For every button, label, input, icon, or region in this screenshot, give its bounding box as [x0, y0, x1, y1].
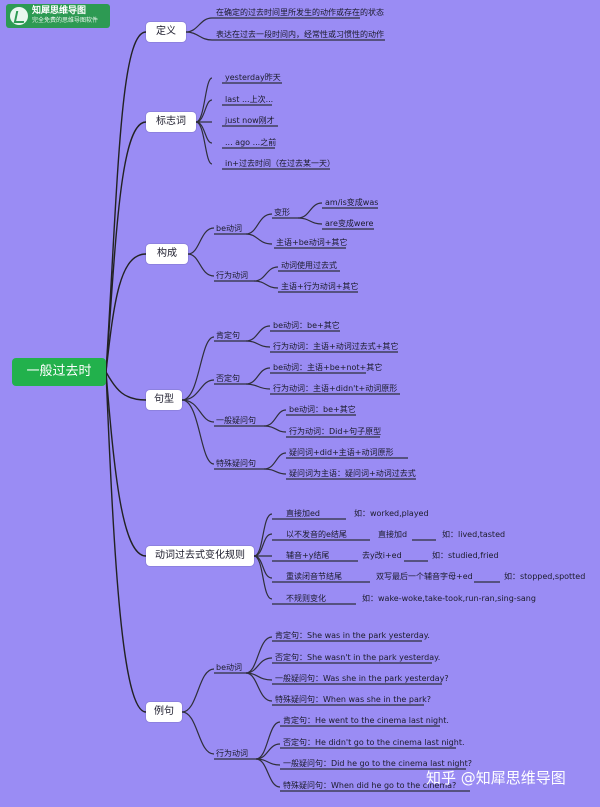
structure-action-item: 动词使用过去式 — [281, 261, 337, 270]
example-be-verb-label: be动词 — [216, 663, 242, 672]
rule-example: 如：stopped,spotted — [504, 572, 586, 581]
branch-sentence-types[interactable]: 句型 — [146, 390, 182, 410]
example-action-verb-label: 行为动词 — [216, 749, 248, 758]
example-sentence: 否定句：She wasn't in the park yesterday. — [275, 653, 441, 662]
marker-item: ... ago ...之前 — [225, 138, 277, 147]
structure-be-verb: be动词 — [216, 224, 242, 233]
rule-action: 直接加d — [378, 530, 408, 539]
root-node[interactable]: 一般过去时 — [12, 358, 106, 386]
yes-no-item: be动词：be+其它 — [289, 405, 356, 414]
branch-examples[interactable]: 例句 — [146, 702, 182, 722]
yes-no-item: 行为动词：Did+句子原型 — [289, 427, 382, 436]
rule-condition: 重读闭音节结尾 — [286, 572, 342, 581]
marker-item: just now刚才 — [225, 116, 275, 125]
definition-item: 表达在过去一段时间内，经常性或习惯性的动作 — [216, 30, 384, 39]
rule-condition: 不规则变化 — [286, 594, 326, 603]
wh-label: 特殊疑问句 — [216, 459, 256, 468]
structure-change-item: are变成were — [325, 219, 374, 228]
affirmative-label: 肯定句 — [216, 331, 240, 340]
wh-item: 疑问词+did+主语+动词原形 — [289, 448, 394, 457]
rule-action: 去y改i+ed — [362, 551, 402, 560]
zhihu-watermark: 知乎 @知犀思维导图 — [426, 769, 566, 787]
marker-item: yesterday昨天 — [225, 73, 281, 82]
structure-action-verb: 行为动词 — [216, 271, 248, 280]
yes-no-label: 一般疑问句 — [216, 416, 256, 425]
example-sentence: 特殊疑问句：When was she in the park? — [275, 695, 432, 704]
negative-label: 否定句 — [216, 374, 240, 383]
rule-condition: 辅音+y结尾 — [286, 551, 330, 560]
example-sentence: 特殊疑问句：When did he go to the cinema? — [283, 781, 457, 790]
wh-item: 疑问词为主语：疑问词+动词过去式 — [289, 469, 416, 478]
structure-change: 变形 — [274, 208, 290, 217]
marker-item: last ...上次... — [225, 95, 274, 104]
rule-condition: 直接加ed — [286, 509, 320, 518]
affirmative-item: 行为动词：主语+动词过去式+其它 — [273, 342, 399, 351]
logo-title: 知犀思维导图 — [32, 6, 87, 16]
definition-item: 在确定的过去时间里所发生的动作或存在的状态 — [216, 8, 384, 17]
rule-example: 如：studied,fried — [432, 551, 499, 560]
structure-action-item: 主语+行为动词+其它 — [281, 282, 359, 291]
example-sentence: 一般疑问句：Did he go to the cinema last night… — [283, 759, 472, 768]
logo-subtitle: 完全免费的思维导图软件 — [32, 17, 99, 24]
branch-structure[interactable]: 构成 — [146, 244, 188, 264]
rhino-logo-icon — [10, 7, 28, 25]
negative-item: be动词：主语+be+not+其它 — [273, 363, 383, 372]
example-sentence: 肯定句：She was in the park yesterday. — [275, 631, 430, 640]
brand-logo: 知犀思维导图 完全免费的思维导图软件 — [6, 4, 110, 28]
rule-example: 如：lived,tasted — [442, 530, 506, 539]
affirmative-item: be动词：be+其它 — [273, 321, 340, 330]
branch-definition[interactable]: 定义 — [146, 22, 186, 42]
example-sentence: 否定句：He didn't go to the cinema last nigh… — [283, 738, 465, 747]
negative-item: 行为动词：主语+didn't+动词原形 — [273, 384, 398, 393]
rule-example: 如：worked,played — [354, 509, 429, 518]
rule-example: 如：wake-woke,take-took,run-ran,sing-sang — [362, 594, 536, 603]
marker-item: in+过去时间（在过去某一天） — [225, 159, 335, 168]
branch-markers[interactable]: 标志词 — [146, 112, 196, 132]
branch-rules[interactable]: 动词过去式变化规则 — [146, 546, 254, 566]
example-sentence: 一般疑问句：Was she in the park yesterday? — [275, 674, 449, 683]
rule-condition: 以不发音的e结尾 — [286, 530, 347, 539]
structure-be-subject: 主语+be动词+其它 — [276, 238, 348, 247]
example-sentence: 肯定句：He went to the cinema last night. — [283, 716, 449, 725]
rule-action: 双写最后一个辅音字母+ed — [376, 572, 473, 581]
structure-change-item: am/is变成was — [325, 198, 379, 207]
